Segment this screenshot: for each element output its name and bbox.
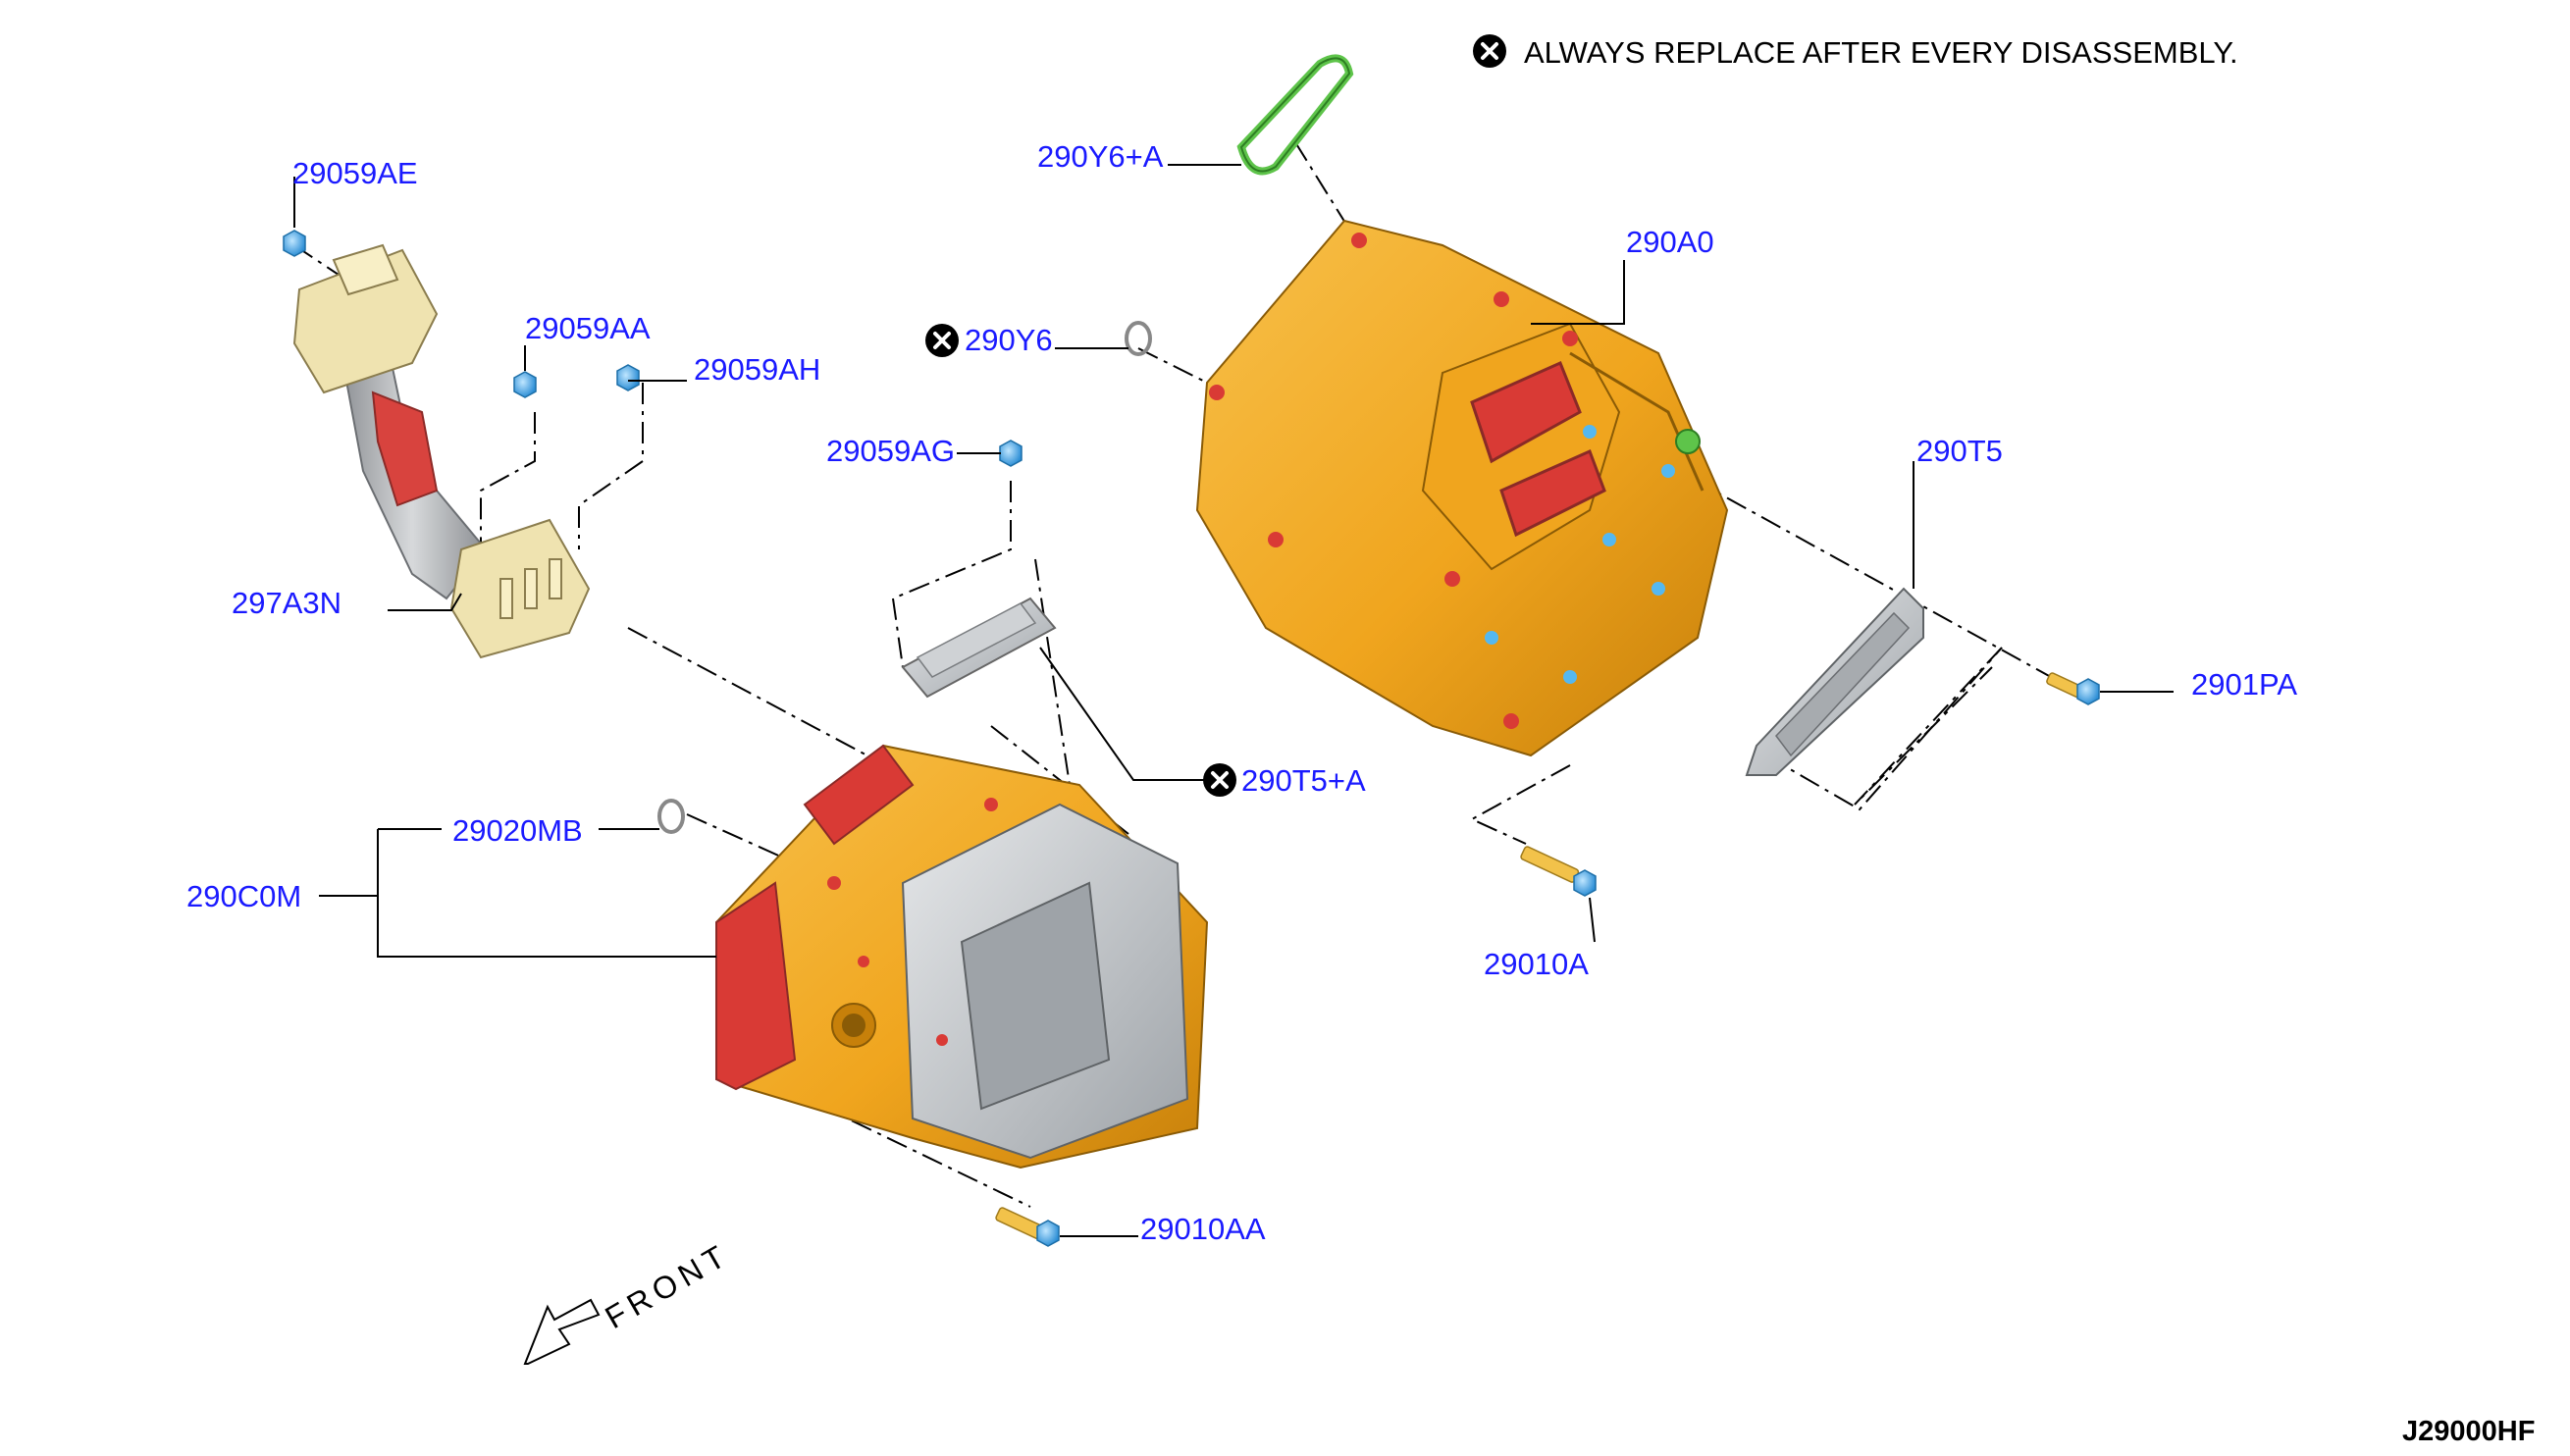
bolt-29059AG bbox=[999, 440, 1023, 467]
cover-plate-small bbox=[901, 597, 1057, 699]
label-290A0: 290A0 bbox=[1626, 225, 1714, 259]
replace-icon-290Y6 bbox=[923, 322, 961, 359]
label-290C0M: 290C0M bbox=[186, 879, 301, 913]
label-29010AA: 29010AA bbox=[1140, 1212, 1266, 1246]
bolt-2901PA bbox=[2046, 672, 2100, 705]
notice: ALWAYS REPLACE AFTER EVERY DISASSEMBLY. bbox=[1471, 32, 2238, 70]
label-29059AH: 29059AH bbox=[694, 352, 820, 387]
cover-plate-290T5 bbox=[1745, 587, 1924, 776]
label-290Y6: 290Y6 bbox=[965, 323, 1053, 357]
o-ring-290Y6 bbox=[1125, 321, 1152, 356]
replace-icon-290T5A bbox=[1201, 761, 1238, 799]
part-labels: 29059AE 29059AA 29059AH 297A3N 29059AG 2… bbox=[186, 139, 2297, 1246]
label-297A3N: 297A3N bbox=[232, 586, 341, 620]
label-29059AA: 29059AA bbox=[525, 311, 651, 345]
harness-297A3N bbox=[292, 243, 591, 659]
label-2901PA: 2901PA bbox=[2191, 667, 2297, 702]
label-29010A: 29010A bbox=[1484, 947, 1589, 981]
bolt-29059AE bbox=[283, 230, 306, 257]
housing-290C0M bbox=[715, 744, 1209, 1170]
bolt-29010A bbox=[1520, 846, 1597, 897]
label-290T5A: 290T5+A bbox=[1241, 763, 1366, 798]
label-29059AE: 29059AE bbox=[292, 156, 418, 190]
bolt-29059AH bbox=[616, 364, 640, 391]
label-290Y6A: 290Y6+A bbox=[1037, 139, 1164, 174]
bolt-29010AA bbox=[995, 1207, 1060, 1247]
notice-text: ALWAYS REPLACE AFTER EVERY DISASSEMBLY. bbox=[1524, 35, 2238, 70]
o-rings bbox=[657, 321, 1152, 834]
diagram-code: J29000HF bbox=[2402, 1416, 2535, 1447]
label-290T5: 290T5 bbox=[1916, 434, 2003, 468]
circled-x-icon bbox=[1471, 32, 1508, 70]
front-arrow: FRONT bbox=[523, 1236, 736, 1365]
label-29020MB: 29020MB bbox=[452, 813, 583, 848]
front-label: FRONT bbox=[600, 1236, 736, 1335]
bolt-29059AA bbox=[513, 371, 537, 398]
bolts bbox=[283, 230, 2100, 1247]
leader-lines bbox=[293, 164, 2174, 1237]
o-ring-29020MB bbox=[657, 799, 685, 834]
gasket-290Y6A bbox=[1236, 54, 1354, 176]
label-29059AG: 29059AG bbox=[826, 434, 955, 468]
housing-290A0 bbox=[1195, 219, 1729, 757]
